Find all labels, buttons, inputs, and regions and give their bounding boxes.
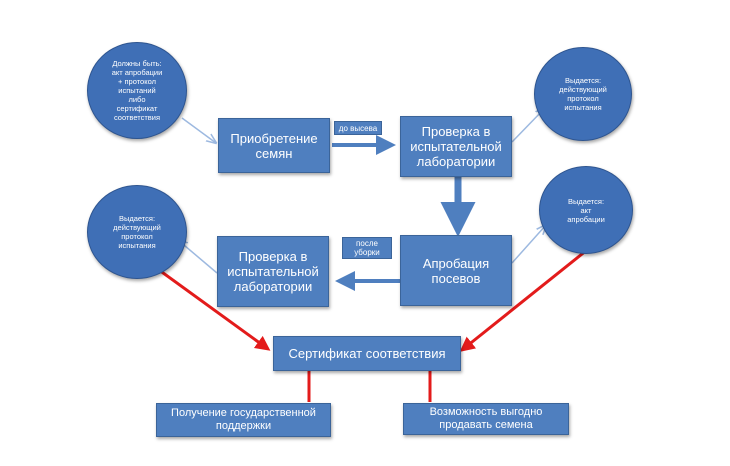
note-issued-act-text: Выдается: акт апробации — [567, 196, 605, 224]
box-lab-check-top-text: Проверка в испытательной лаборатории — [410, 124, 502, 169]
box-purchase-seeds: Приобретение семян — [218, 118, 330, 173]
note-must-have-text: Должны быть: акт апробации + протокол ис… — [111, 59, 163, 122]
box-lab-check-top: Проверка в испытательной лаборатории — [400, 116, 512, 177]
note-issued-protocol-right-text: Выдается: действующий протокол испытания — [559, 76, 607, 112]
note-must-have: Должны быть: акт апробации + протокол ис… — [87, 42, 187, 139]
box-certificate: Сертификат соответствия — [273, 336, 461, 371]
box-lab-check-bottom: Проверка в испытательной лаборатории — [217, 236, 329, 307]
note-issued-protocol-left-text: Выдается: действующий протокол испытания — [113, 214, 161, 250]
box-lab-check-bottom-text: Проверка в испытательной лаборатории — [227, 249, 319, 294]
box-sell-seeds: Возможность выгодно продавать семена — [403, 403, 569, 435]
box-certificate-text: Сертификат соответствия — [288, 346, 446, 361]
connector-must-have — [181, 117, 216, 143]
box-approbation-text: Апробация посевов — [422, 255, 490, 286]
note-issued-protocol-left: Выдается: действующий протокол испытания — [87, 185, 187, 279]
box-sell-seeds-text: Возможность выгодно продавать семена — [429, 406, 543, 431]
box-state-support-text: Получение государственной поддержки — [171, 407, 316, 432]
label-after-harvest: после уборки — [342, 237, 392, 259]
note-issued-protocol-right: Выдается: действующий протокол испытания — [534, 47, 632, 141]
label-before-sowing: до высева — [334, 121, 382, 135]
box-approbation: Апробация посевов — [400, 235, 512, 306]
note-issued-act: Выдается: акт апробации — [539, 166, 633, 254]
box-state-support: Получение государственной поддержки — [156, 403, 331, 437]
red-arrow-right — [459, 248, 588, 352]
connector-issued-act — [511, 225, 546, 264]
box-purchase-seeds-text: Приобретение семян — [230, 130, 318, 161]
